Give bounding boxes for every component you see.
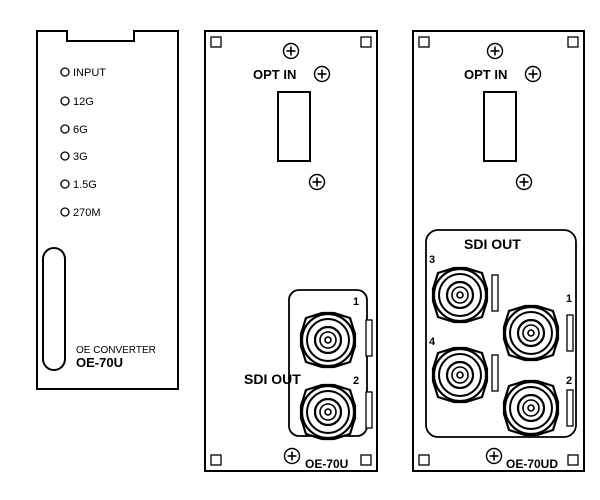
bnc-connector-icon[interactable] [299, 383, 357, 441]
front-panel: INPUT 12G 6G 3G 1.5G 270M OE CONVERTER O… [36, 30, 179, 390]
led-3g-indicator [60, 151, 70, 161]
sdi-out-label: SDI OUT [464, 236, 521, 252]
corner-notch [210, 36, 222, 48]
bnc-connector-icon[interactable] [502, 304, 560, 362]
led-3g-label: 3G [73, 151, 88, 163]
rear-panel-dual: OPT IN SDI OUT 3 4 1 2 OE-70UD [412, 30, 585, 472]
rear-panel-single: OPT IN 1 SDI OUT 2 OE-70U [204, 30, 378, 472]
port-number-3: 3 [429, 254, 435, 266]
led-input-indicator [60, 67, 70, 77]
screw-icon [313, 65, 331, 83]
led-12g-indicator [60, 96, 70, 106]
corner-notch [567, 36, 579, 48]
led-270m-label: 270M [73, 207, 101, 219]
port-number-1: 1 [566, 293, 572, 305]
corner-notch [210, 454, 222, 466]
screw-icon [486, 42, 504, 60]
port-number-2: 2 [353, 375, 359, 387]
rear-single-model-label: OE-70U [305, 457, 348, 471]
corner-notch [567, 454, 579, 466]
screw-icon [283, 447, 301, 465]
rear-dual-model-label: OE-70UD [506, 457, 558, 471]
screw-icon [515, 173, 533, 191]
opt-in-label: OPT IN [253, 67, 296, 82]
bnc-side-tab [566, 389, 574, 427]
led-12g-label: 12G [73, 96, 94, 108]
bnc-side-tab [365, 319, 373, 357]
optical-input-port[interactable] [483, 91, 517, 162]
corner-notch [360, 454, 372, 466]
optical-input-port[interactable] [277, 91, 311, 162]
bnc-connector-icon[interactable] [299, 311, 357, 369]
front-panel-outline [36, 30, 179, 390]
led-6g-label: 6G [73, 124, 88, 136]
bnc-side-tab [566, 314, 574, 352]
front-handle-slot[interactable] [42, 247, 66, 371]
led-6g-indicator [60, 124, 70, 134]
bnc-connector-icon[interactable] [431, 266, 489, 324]
port-number-4: 4 [429, 336, 436, 348]
port-number-2: 2 [566, 375, 572, 387]
screw-icon [524, 65, 542, 83]
screw-icon [308, 173, 326, 191]
led-input-label: INPUT [73, 67, 106, 79]
sdi-out-label: SDI OUT [244, 371, 301, 387]
opt-in-label: OPT IN [464, 67, 507, 82]
led-270m-indicator [60, 207, 70, 217]
corner-notch [360, 36, 372, 48]
product-caption: OE CONVERTER [76, 345, 156, 356]
bnc-side-tab [365, 391, 373, 429]
front-model-label: OE-70U [76, 355, 123, 370]
screw-icon [485, 447, 503, 465]
led-1-5g-label: 1.5G [73, 179, 97, 191]
corner-notch [418, 454, 430, 466]
port-number-1: 1 [353, 296, 359, 308]
corner-notch [418, 36, 430, 48]
led-1-5g-indicator [60, 179, 70, 189]
bnc-connector-icon[interactable] [431, 346, 489, 404]
screw-icon [282, 42, 300, 60]
led-list: INPUT 12G 6G 3G 1.5G 270M [60, 67, 106, 219]
bnc-side-tab [491, 274, 499, 312]
bnc-connector-icon[interactable] [502, 379, 560, 437]
bnc-side-tab [491, 354, 499, 392]
